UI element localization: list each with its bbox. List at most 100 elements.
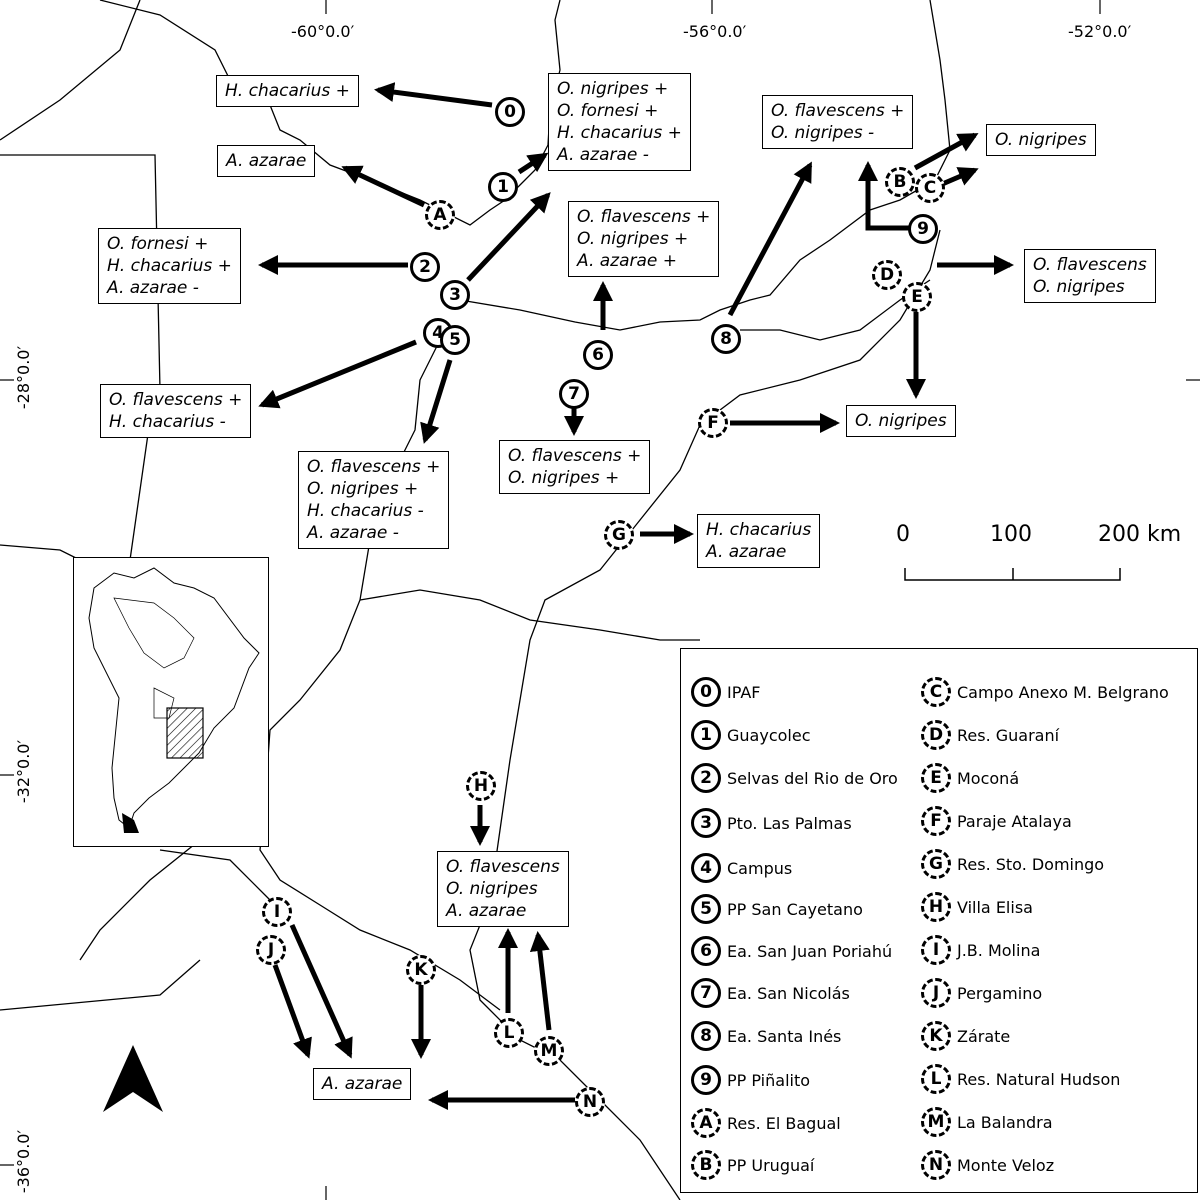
site-marker: G xyxy=(604,520,634,550)
species-label: O. flavescens +O. nigripes + xyxy=(499,440,651,494)
legend-label: Moconá xyxy=(957,768,1020,788)
legend-label: Pto. Las Palmas xyxy=(727,813,852,833)
inset-map xyxy=(73,557,269,847)
species-label: O. flavescens +H. chacarius - xyxy=(100,384,252,438)
species-label: O. nigripes xyxy=(986,124,1096,156)
legend-label: Ea. San Nicolás xyxy=(727,983,850,1003)
site-marker: 1 xyxy=(488,172,518,202)
species-label: H. chacarius + xyxy=(216,75,359,107)
legend-label: Campus xyxy=(727,858,793,878)
legend-label: Ea. San Juan Poriahú xyxy=(727,941,893,961)
legend-label: PP Piñalito xyxy=(727,1070,811,1090)
site-marker: 2 xyxy=(410,252,440,282)
site-marker: 5 xyxy=(440,325,470,355)
legend-marker: L xyxy=(921,1064,951,1094)
legend-label: Res. Natural Hudson xyxy=(957,1069,1121,1089)
legend-item: 7 Ea. San Nicolás xyxy=(691,978,850,1008)
scale-label: 0 xyxy=(896,522,910,547)
legend-item: 3 Pto. Las Palmas xyxy=(691,808,852,838)
legend-label: J.B. Molina xyxy=(957,940,1041,960)
site-marker: H xyxy=(466,771,496,801)
legend-marker: K xyxy=(921,1021,951,1051)
legend-label: Res. El Bagual xyxy=(727,1113,841,1133)
legend-item: D Res. Guaraní xyxy=(921,720,1059,750)
legend-item: 9 PP Piñalito xyxy=(691,1065,810,1095)
legend-marker: A xyxy=(691,1108,721,1138)
species-label: A. azarae xyxy=(217,145,316,177)
site-marker: 7 xyxy=(559,379,589,409)
species-label: O. flavescens +O. nigripes +H. chacarius… xyxy=(298,451,450,549)
site-marker: J xyxy=(256,935,286,965)
legend-item: I J.B. Molina xyxy=(921,935,1040,965)
site-marker: 6 xyxy=(583,340,613,370)
site-marker: 8 xyxy=(711,324,741,354)
legend-label: Selvas del Rio de Oro xyxy=(727,768,898,788)
scale-bar xyxy=(904,568,1121,581)
site-marker: 3 xyxy=(440,280,470,310)
site-marker: N xyxy=(575,1087,605,1117)
legend-label: Ea. Santa Inés xyxy=(727,1026,842,1046)
legend-label: IPAF xyxy=(727,682,761,702)
lon-label: -56°0.0′ xyxy=(683,22,747,41)
legend-marker: F xyxy=(921,806,951,836)
legend-label: Campo Anexo M. Belgrano xyxy=(957,682,1169,702)
legend-item: H Villa Elisa xyxy=(921,892,1033,922)
inset-svg xyxy=(88,567,260,833)
legend-item: A Res. El Bagual xyxy=(691,1108,841,1138)
site-marker: L xyxy=(494,1018,524,1048)
lat-label: -32°0.0′ xyxy=(14,739,34,804)
scale-label: 100 xyxy=(990,522,1032,547)
lon-label: -52°0.0′ xyxy=(1068,22,1132,41)
legend-marker: N xyxy=(921,1150,951,1180)
legend-label: PP Uruguaí xyxy=(727,1155,815,1175)
legend-item: L Res. Natural Hudson xyxy=(921,1064,1120,1094)
legend-marker: D xyxy=(921,720,951,750)
legend-label: Res. Guaraní xyxy=(957,725,1060,745)
legend-marker: 4 xyxy=(691,853,721,883)
legend-marker: 9 xyxy=(691,1065,721,1095)
arrows xyxy=(258,82,1014,1110)
legend-label: La Balandra xyxy=(957,1112,1053,1132)
legend-marker: 2 xyxy=(691,763,721,793)
site-marker: C xyxy=(915,173,945,203)
species-label: O. flavescens +O. nigripes - xyxy=(762,95,914,149)
legend-label: Villa Elisa xyxy=(957,897,1033,917)
species-label: O. nigripes +O. fornesi +H. chacarius +A… xyxy=(548,73,691,171)
legend-marker: M xyxy=(921,1107,951,1137)
legend-label: Zárate xyxy=(957,1026,1011,1046)
legend-item: 4 Campus xyxy=(691,853,792,883)
legend-marker: 7 xyxy=(691,978,721,1008)
legend-item: 0 IPAF xyxy=(691,677,761,707)
site-marker: B xyxy=(885,167,915,197)
lat-label: -28°0.0′ xyxy=(14,345,34,410)
legend-marker: 3 xyxy=(691,808,721,838)
lon-label: -60°0.0′ xyxy=(291,22,355,41)
site-marker: A xyxy=(425,200,455,230)
species-label: O. fornesi +H. chacarius +A. azarae - xyxy=(98,228,241,304)
legend-marker: H xyxy=(921,892,951,922)
legend-item: M La Balandra xyxy=(921,1107,1053,1137)
legend-marker: J xyxy=(921,978,951,1008)
scale-label: 200 km xyxy=(1098,522,1182,547)
legend-item: 2 Selvas del Rio de Oro xyxy=(691,763,898,793)
legend-label: Guaycolec xyxy=(727,725,811,745)
legend-marker: B xyxy=(691,1150,721,1180)
legend-label: Res. Sto. Domingo xyxy=(957,854,1105,874)
legend-marker: I xyxy=(921,935,951,965)
species-label: A. azarae xyxy=(313,1068,412,1100)
legend-marker: 0 xyxy=(691,677,721,707)
